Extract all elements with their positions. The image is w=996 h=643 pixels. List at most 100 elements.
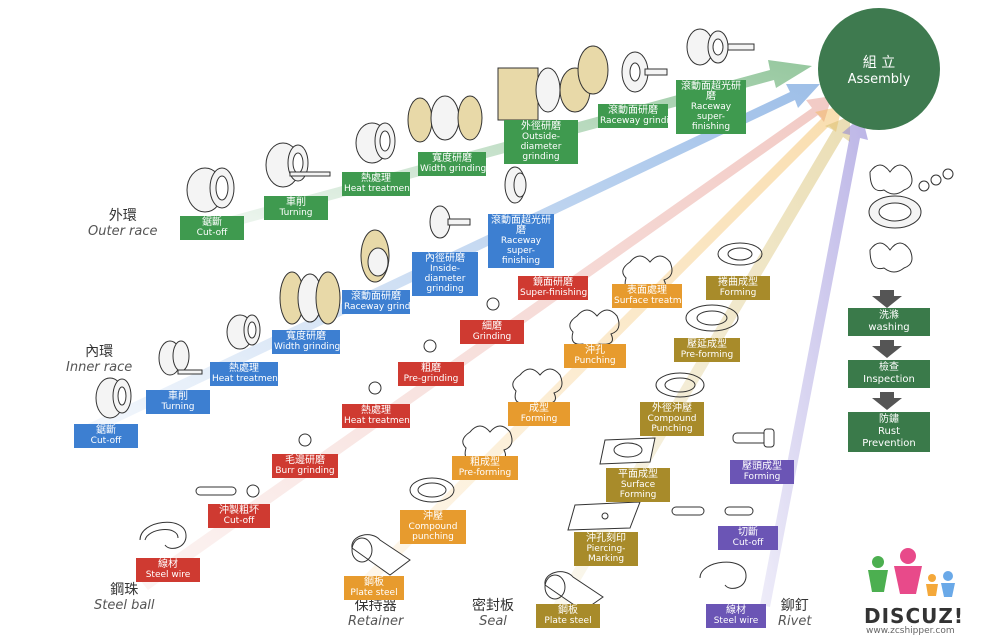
step-en: Surface Forming [619,480,657,500]
step-zh: 粗成型 [470,457,500,468]
step-en: Steel wire [713,616,759,626]
step-en: Plate steel [350,588,398,598]
step-zh: 表面處理 [627,285,667,296]
plate-steel-roll-icon [544,571,604,612]
bearing-assembly-icon [868,164,954,273]
step-zh: 細磨 [482,321,502,332]
step-en: Plate steel [544,616,592,626]
step-zh: 滾動面研磨 [351,291,401,302]
seal-disc-icon [685,304,739,332]
step-en: Turning [279,208,313,218]
step-zh: 線材 [726,605,746,616]
step-en: Cut-off [732,538,764,548]
step-en: Forming [520,414,558,424]
outer-ring-icon [265,142,331,188]
step-en: Cut-off [196,228,228,238]
category-inner-race: 內環 Inner race [66,344,132,376]
step-en: Width grinding [274,342,341,352]
step-zh: 鋸斷 [96,425,116,436]
process-down-arrow [872,290,902,410]
retainer-wave-icon [569,309,620,349]
step-zh: 捲曲成型 [718,277,758,288]
seal-plate-icon [599,437,656,465]
step-zh: 壓延成型 [687,339,727,350]
category-zh: 鉚釘 [780,598,809,614]
step-zh: 車削 [168,391,188,402]
grinding-wheel-icon [360,229,390,283]
step-zh: 外徑研磨 [521,121,561,132]
step-en: Forming [743,472,781,482]
step-en: Cut-off [223,516,255,526]
rivet-wire-icon [671,506,754,516]
category-en: Outer race [88,224,158,239]
category-en: Retainer [348,614,404,629]
steel-wire-coil-icon [699,561,747,589]
category-zh: 外環 [108,208,137,224]
step-zh: 滾動面超光研磨 [681,81,741,102]
step-en: Raceway grinding [344,302,425,312]
category-retainer: 保持器 Retainer [348,598,403,630]
step-zh: 線材 [158,559,178,570]
grinding-wheel-icon [429,205,471,239]
step-zh: 洗滌 [879,310,899,321]
step-en: Super-finishing [520,288,588,298]
step-en: washing [868,322,910,333]
seal-disc-icon [655,372,705,398]
watermark-text: DISCUZ! [864,604,964,628]
step-en: Burr grinding [275,466,335,476]
grinding-wheel-icon [504,166,527,204]
retainer-ring-icon [409,477,455,503]
grinding-wheel-icon [407,95,483,143]
assembly-circle: 組 立 Assembly [818,8,940,130]
inner-ring-icon [158,340,203,376]
seal-disc-icon [717,242,763,266]
step-en: Cut-off [90,436,122,446]
plate-steel-roll-icon [351,534,411,576]
step-zh: 檢查 [879,362,899,373]
step-zh: 鋸斷 [202,217,222,228]
step-zh: 熱處理 [361,173,391,184]
inner-ring-icon [95,377,132,419]
step-en: Heat treatment [344,416,414,426]
step-en: Inspection [863,374,915,385]
steel-ball-icon [195,297,500,498]
grinding-wheel-icon [279,271,341,325]
step-zh: 防鏽 [879,414,899,425]
step-en: Outside-diameter grinding [520,132,562,162]
inner-ring-icon [226,314,261,350]
category-zh: 密封板 [472,598,514,614]
assembly-label-zh: 組 立 [862,55,896,71]
step-en: Compound Punching [647,414,697,434]
steel-wire-coil-icon [139,521,187,549]
step-zh: 寬度研磨 [286,331,326,342]
step-en: Raceway super-finishing [690,102,732,132]
step-zh: 寬度研磨 [432,153,472,164]
step-zh: 平面成型 [618,469,658,480]
assembly-label-en: Assembly [847,72,911,87]
rivet-icon [732,428,775,448]
step-en: Raceway super-finishing [500,236,542,266]
category-zh: 內環 [85,344,114,360]
